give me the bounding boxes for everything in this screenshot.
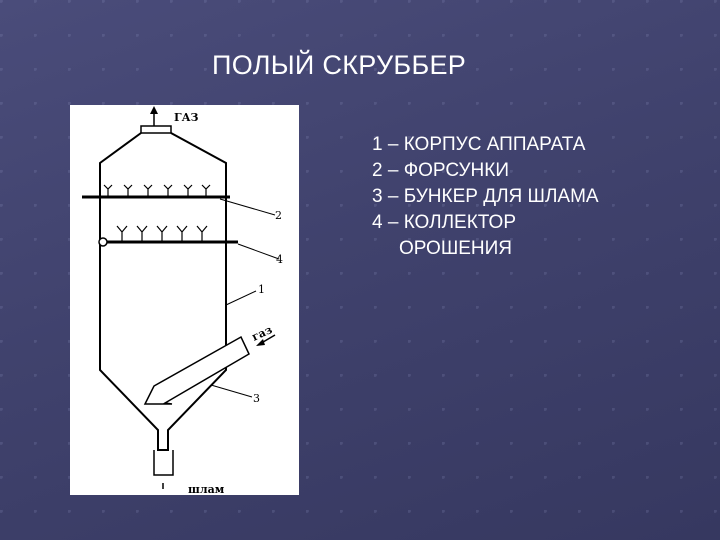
scrubber-diagram: ГАЗ шлам газ	[70, 105, 299, 495]
scrubber-drawing: ГАЗ шлам газ	[82, 106, 283, 495]
callout-3: 3	[253, 392, 260, 405]
sludge-label: шлам	[188, 483, 225, 495]
leader-line-1	[225, 290, 257, 306]
legend-item-1: 1 – КОРПУС АППАРАТА	[372, 134, 586, 155]
gas-outlet-arrowhead	[150, 106, 158, 114]
leader-line-3	[210, 384, 253, 398]
collector-inlet	[98, 237, 108, 247]
callout-1: 1	[258, 283, 265, 296]
leader-line-4	[237, 243, 280, 260]
outlet-nozzle	[140, 125, 172, 134]
vessel-body	[99, 132, 227, 451]
gas-outlet-label: ГАЗ	[174, 111, 199, 124]
gas-inlet-duct	[143, 335, 250, 405]
legend-item-3: 3 – БУНКЕР ДЛЯ ШЛАМА	[372, 186, 599, 207]
lower-nozzles	[116, 225, 208, 242]
gas-inlet-arrowhead	[256, 339, 265, 346]
slide-title: ПОЛЫЙ СКРУББЕР	[212, 50, 467, 80]
legend-item-2: 2 – ФОРСУНКИ	[372, 160, 509, 181]
legend-item-4-continuation: ОРОШЕНИЯ	[399, 238, 512, 259]
upper-nozzles	[103, 184, 211, 197]
callout-4: 4	[276, 253, 283, 266]
legend-list: 1 – КОРПУС АППАРАТА 2 – ФОРСУНКИ 3 – БУН…	[372, 132, 599, 262]
legend-item-4: 4 – КОЛЛЕКТОР	[372, 212, 516, 233]
leader-line-2	[219, 198, 276, 216]
callout-2: 2	[275, 209, 282, 222]
sludge-outlet	[153, 450, 174, 476]
